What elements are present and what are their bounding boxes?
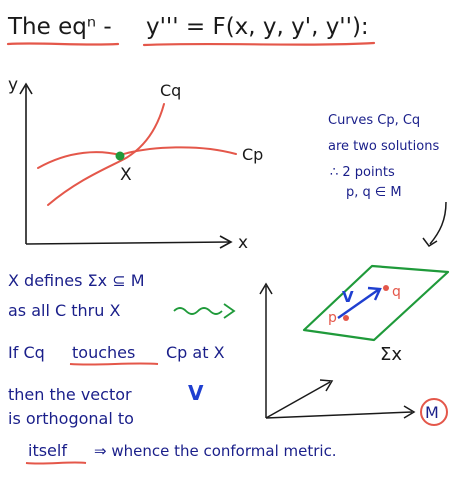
itself-underline [25,461,87,465]
text-line-5: is orthogonal to [8,409,134,428]
header-title: The eqⁿ - [7,14,112,40]
point-p-dot [343,315,349,321]
header-equation: y''' = F(x, y, y', y''): [146,14,369,40]
note-line-3: ∴ 2 points [330,165,395,180]
manifold-circle [420,398,448,426]
explanation-block: X defines Σx ⊆ M as all C thru X If Cq t… [8,271,337,465]
y-axis-arrowhead [19,82,33,95]
x-axis [25,241,231,245]
manifold-label: M [425,403,439,422]
vector-v-arrow [337,289,379,319]
note-line-4: p, q ∈ M [346,185,402,200]
text-line-6a: itself [28,441,67,460]
diagram-horizontal-axis [265,411,413,419]
diagram-diagonal-arrowhead [319,379,334,392]
point-q-label: q [392,284,401,300]
text-line-3a: If Cq [8,343,45,362]
point-p-label: p [328,310,337,326]
vector-v-arrowhead [367,286,382,301]
y-axis-label: y [8,75,18,95]
note-arrow [429,201,447,245]
note-block: Curves Cp, Cq are two solutions ∴ 2 poin… [328,113,447,248]
note-arrowhead [422,237,438,248]
curve-cp-label: Cp [242,145,263,164]
squiggle-arrow [173,307,223,315]
text-line-6b: ⇒ whence the conformal metric. [94,442,337,460]
diagram-horizontal-arrowhead [403,405,416,419]
note-line-1: Curves Cp, Cq [328,113,420,128]
vector-v-label: V [342,288,354,306]
curve-cq-label: Cq [160,81,181,100]
point-q-dot [383,285,389,291]
text-line-2: as all C thru X [8,301,120,320]
curve-cq [47,103,165,206]
intersection-point [115,151,125,161]
header: The eqⁿ - y''' = F(x, y, y', y''): [6,14,376,47]
curves-graph: y x Cq Cp X [8,75,263,253]
touches-underline [69,362,159,366]
x-axis-arrowhead [219,235,233,249]
note-line-2: are two solutions [328,139,439,154]
sigma-x-label: Σx [380,344,402,365]
squiggle-arrowhead [223,303,236,319]
text-line-4a: then the vector [8,385,132,404]
text-line-3b: touches [72,343,135,362]
diagram-diagonal-axis [265,381,331,419]
text-line-3c: Cp at X [166,343,225,362]
title-underline [6,42,120,46]
sigma-plane [302,264,450,342]
diagram-vertical-arrowhead [259,282,273,295]
equation-underline [142,41,376,47]
point-x-label: X [120,165,132,185]
manifold-diagram: V p q Σx M [259,264,450,426]
vector-v-text: V [188,381,204,405]
text-line-1: X defines Σx ⊆ M [8,271,145,290]
curve-cp [37,146,237,169]
x-axis-label: x [238,233,248,253]
